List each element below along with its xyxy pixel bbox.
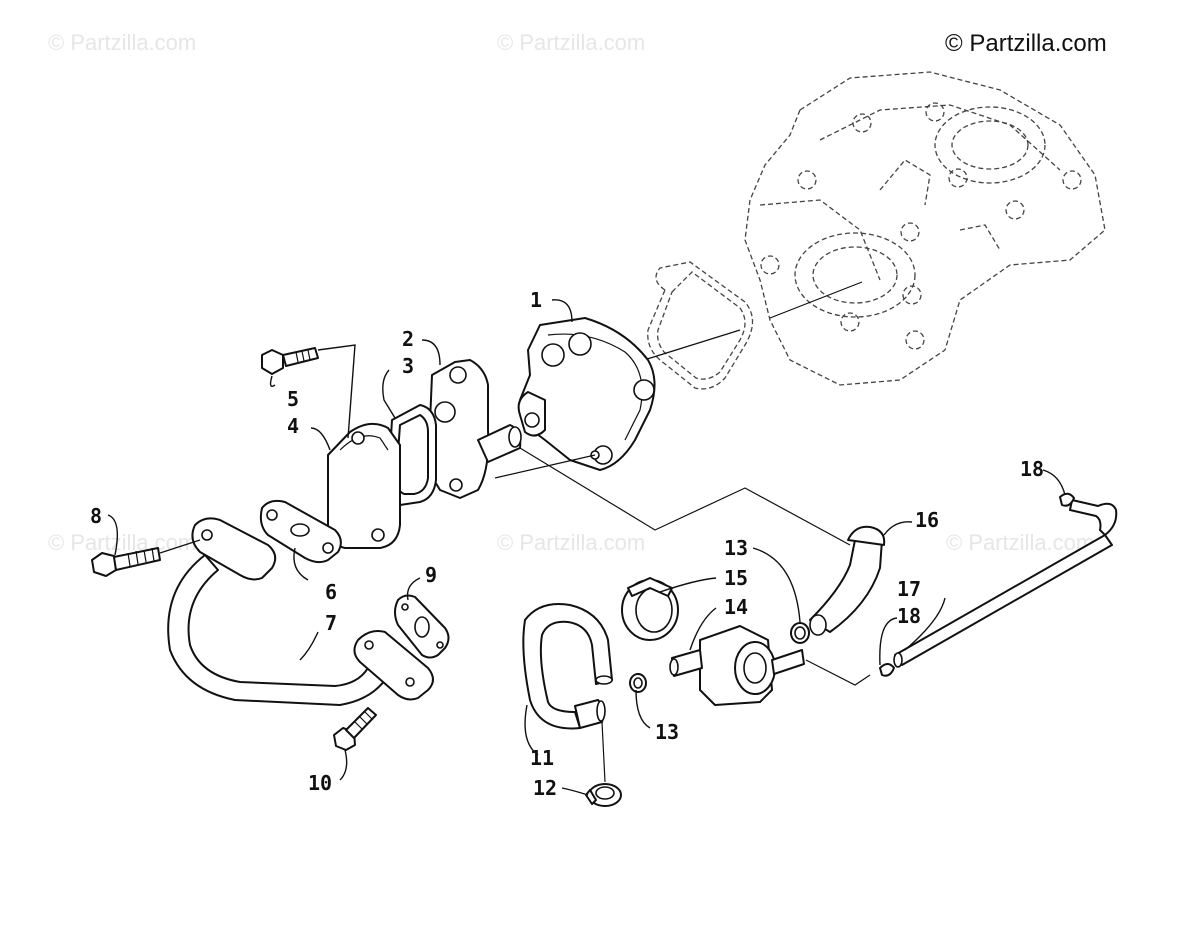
part-10-bolt [333, 707, 377, 751]
part-12-clamp [585, 783, 622, 807]
callout-17: 17 [897, 577, 921, 601]
callout-18-lower: 18 [897, 604, 921, 628]
callout-6: 6 [325, 580, 337, 604]
part-13-clamp-lower [629, 673, 647, 693]
part-18-clip-lower [879, 663, 895, 677]
leader-lines [107, 299, 1066, 796]
part-7-pipe [167, 517, 434, 706]
part-15-clamp [621, 577, 679, 641]
part-6-gasket [259, 499, 342, 564]
callout-9: 9 [425, 563, 437, 587]
part-16-hose [809, 525, 886, 636]
callout-13-upper: 13 [724, 536, 748, 560]
callout-1: 1 [530, 288, 542, 312]
callout-labels: 1 2 3 4 5 6 7 8 9 10 11 12 13 13 14 15 1… [90, 288, 1044, 800]
callout-5: 5 [287, 387, 299, 411]
callout-12: 12 [533, 776, 557, 800]
watermark-faint: © Partzilla.com [497, 530, 646, 555]
callout-2: 2 [402, 327, 414, 351]
engine-cylinder-ghost [744, 71, 1106, 386]
callout-14: 14 [724, 595, 748, 619]
part-5-bolt [261, 347, 319, 375]
part-4-flange-plate [327, 422, 401, 549]
callout-10: 10 [308, 771, 332, 795]
callout-7: 7 [325, 611, 337, 635]
part-17-tube [893, 499, 1118, 668]
callout-15: 15 [724, 566, 748, 590]
watermark-faint: © Partzilla.com [48, 30, 197, 55]
gasket-ghost [647, 261, 754, 390]
part-13-clamp-upper [790, 622, 810, 644]
watermark-faint: © Partzilla.com [48, 530, 197, 555]
copyright-watermark: © Partzilla.com [945, 30, 1107, 57]
part-8-bolt [91, 547, 161, 577]
callout-8: 8 [90, 504, 102, 528]
part-14-valve [669, 625, 805, 706]
part-2-valve-housing [427, 359, 522, 499]
part-1-cover [517, 317, 656, 471]
watermark-faint: © Partzilla.com [497, 30, 646, 55]
callout-3: 3 [402, 354, 414, 378]
part-11-hose [522, 603, 613, 730]
callout-16: 16 [915, 508, 939, 532]
watermark-faint: © Partzilla.com [946, 530, 1095, 555]
callout-11: 11 [530, 746, 554, 770]
part-9-gasket [394, 594, 450, 659]
callout-4: 4 [287, 414, 299, 438]
callout-13-lower: 13 [655, 720, 679, 744]
callout-18-upper: 18 [1020, 457, 1044, 481]
